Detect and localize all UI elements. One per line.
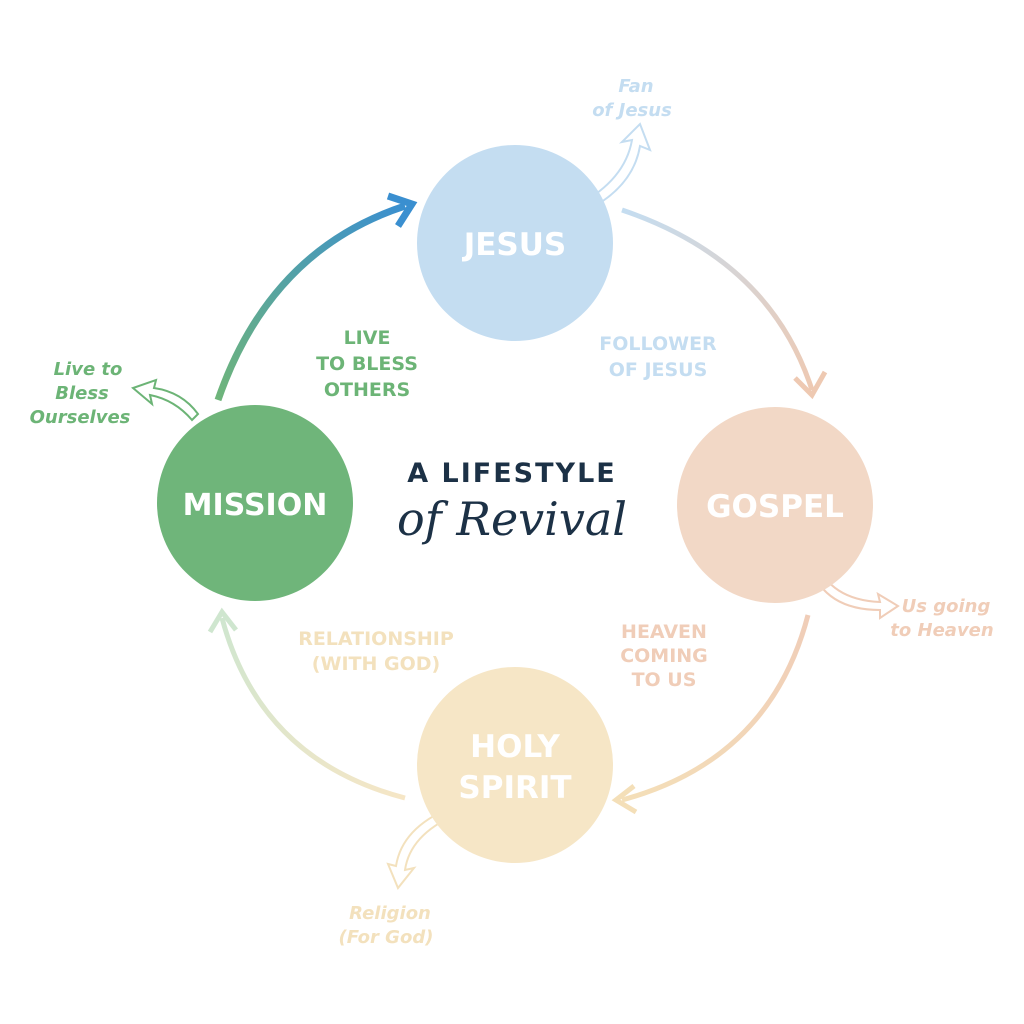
node-gospel: GOSPEL <box>677 407 873 603</box>
side-label-us-going-to-heaven: Us going to Heaven <box>890 596 993 641</box>
arrow-to-fan-icon <box>576 122 652 214</box>
svg-text:HEAVEN: HEAVEN <box>621 621 707 643</box>
side-label-fan-of-jesus: Fan of Jesus <box>592 76 672 121</box>
svg-text:Religion: Religion <box>349 903 431 924</box>
node-holy-spirit: HOLY SPIRIT <box>417 667 613 863</box>
arrow-gospel-to-holy-spirit <box>611 614 811 815</box>
svg-text:RELATIONSHIP: RELATIONSHIP <box>298 628 454 650</box>
svg-text:COMING: COMING <box>620 645 708 667</box>
arrow-holy-spirit-to-mission <box>207 607 406 801</box>
label-follower-of-jesus: FOLLOWER OF JESUS <box>599 333 717 381</box>
arrow-to-religion-icon <box>386 806 457 890</box>
svg-text:Fan: Fan <box>618 76 653 97</box>
svg-text:LIVE: LIVE <box>344 327 391 349</box>
diagram-title: A LIFESTYLE of Revival <box>397 458 627 546</box>
svg-text:of Jesus: of Jesus <box>592 100 672 121</box>
svg-text:Live to: Live to <box>54 359 123 380</box>
svg-text:MISSION: MISSION <box>183 488 328 523</box>
arrow-jesus-to-gospel <box>621 207 828 400</box>
svg-text:Ourselves: Ourselves <box>30 407 131 428</box>
svg-text:(For God): (For God) <box>339 927 434 948</box>
svg-text:OTHERS: OTHERS <box>324 379 410 401</box>
svg-text:A LIFESTYLE: A LIFESTYLE <box>407 458 617 489</box>
svg-text:(WITH GOD): (WITH GOD) <box>312 653 440 675</box>
svg-text:OF JESUS: OF JESUS <box>609 359 708 381</box>
svg-text:TO BLESS: TO BLESS <box>316 353 418 375</box>
node-mission: MISSION <box>157 405 353 601</box>
svg-text:to Heaven: to Heaven <box>890 620 993 641</box>
side-label-live-to-bless-ourselves: Live to Bless Ourselves <box>30 359 131 428</box>
svg-text:FOLLOWER: FOLLOWER <box>599 333 717 355</box>
svg-text:GOSPEL: GOSPEL <box>706 489 844 525</box>
svg-text:TO US: TO US <box>632 669 697 691</box>
side-label-religion-for-god: Religion (For God) <box>339 903 434 948</box>
svg-text:of Revival: of Revival <box>397 492 627 546</box>
label-relationship-with-god: RELATIONSHIP (WITH GOD) <box>298 628 454 675</box>
label-heaven-coming-to-us: HEAVEN COMING TO US <box>620 621 708 691</box>
arrow-to-bless-ourselves-icon <box>131 378 200 422</box>
svg-text:JESUS: JESUS <box>462 227 567 263</box>
svg-text:SPIRIT: SPIRIT <box>458 770 571 806</box>
svg-text:Us going: Us going <box>902 596 991 617</box>
svg-text:HOLY: HOLY <box>470 729 560 765</box>
label-live-to-bless-others: LIVE TO BLESS OTHERS <box>316 327 418 401</box>
arrow-mission-to-jesus <box>214 192 418 402</box>
svg-text:Bless: Bless <box>55 383 109 404</box>
node-jesus: JESUS <box>417 145 613 341</box>
